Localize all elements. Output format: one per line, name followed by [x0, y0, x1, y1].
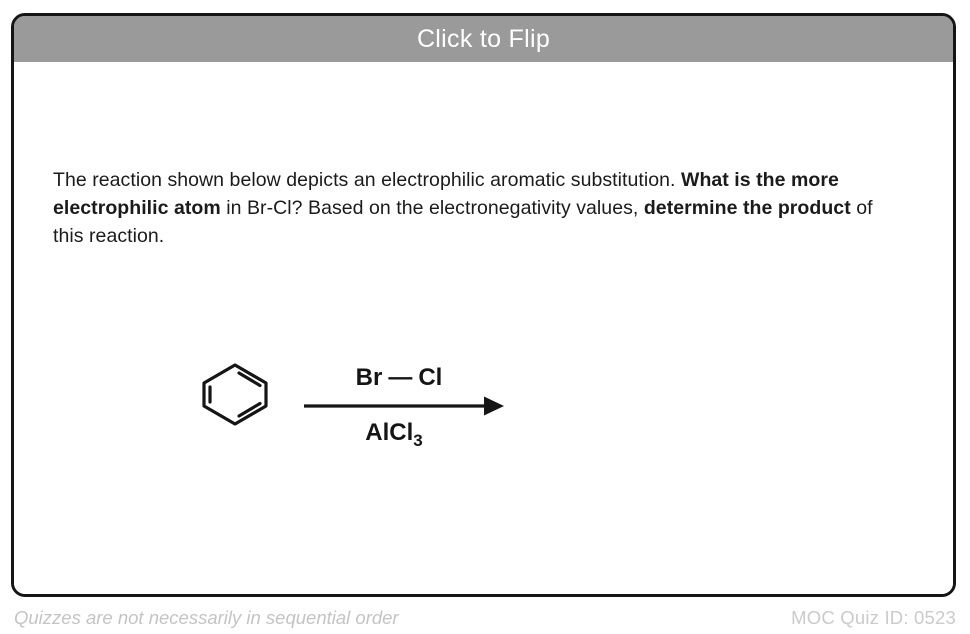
footer-quiz-id: MOC Quiz ID: 0523	[791, 606, 956, 628]
question-segment-plain-2: in Br-Cl? Based on the electronegativity…	[220, 196, 644, 219]
card-header-bar[interactable]: Click to Flip	[14, 16, 953, 62]
footer-note: Quizzes are not necessarily in sequentia…	[14, 606, 399, 628]
card-body: The reaction shown below depicts an elec…	[14, 62, 953, 594]
page-title: Click to Flip	[416, 24, 551, 53]
question-segment-bold-1: What is the more electrophilic atom	[53, 168, 839, 219]
reagent-below-label: AlCl3	[365, 419, 422, 450]
reaction-scheme-svg: Br—Cl AlCl3	[202, 363, 504, 450]
reagent-above-atom2: Cl	[418, 364, 442, 391]
benzene-ring-icon	[202, 363, 268, 426]
reagent-below-subscript: 3	[413, 431, 422, 450]
reagent-above-atom1: Br	[356, 364, 383, 391]
reagent-above-label: Br—Cl	[356, 364, 443, 391]
question-segment-plain-1: The reaction shown below depicts an elec…	[53, 168, 681, 191]
question-segment-plain-3: of this reaction.	[53, 196, 873, 247]
reagent-above-bond: —	[388, 364, 412, 391]
reagent-below-formula: AlCl	[365, 419, 413, 446]
reaction-scheme: Br—Cl AlCl3	[184, 358, 544, 478]
question-segment-bold-2: determine the product	[643, 196, 851, 219]
card-footer: Quizzes are not necessarily in sequentia…	[0, 601, 970, 634]
reaction-arrow-icon	[304, 396, 504, 416]
flashcard[interactable]: Click to Flip The reaction shown below d…	[11, 13, 956, 597]
question-text: The reaction shown below depicts an elec…	[53, 166, 873, 250]
